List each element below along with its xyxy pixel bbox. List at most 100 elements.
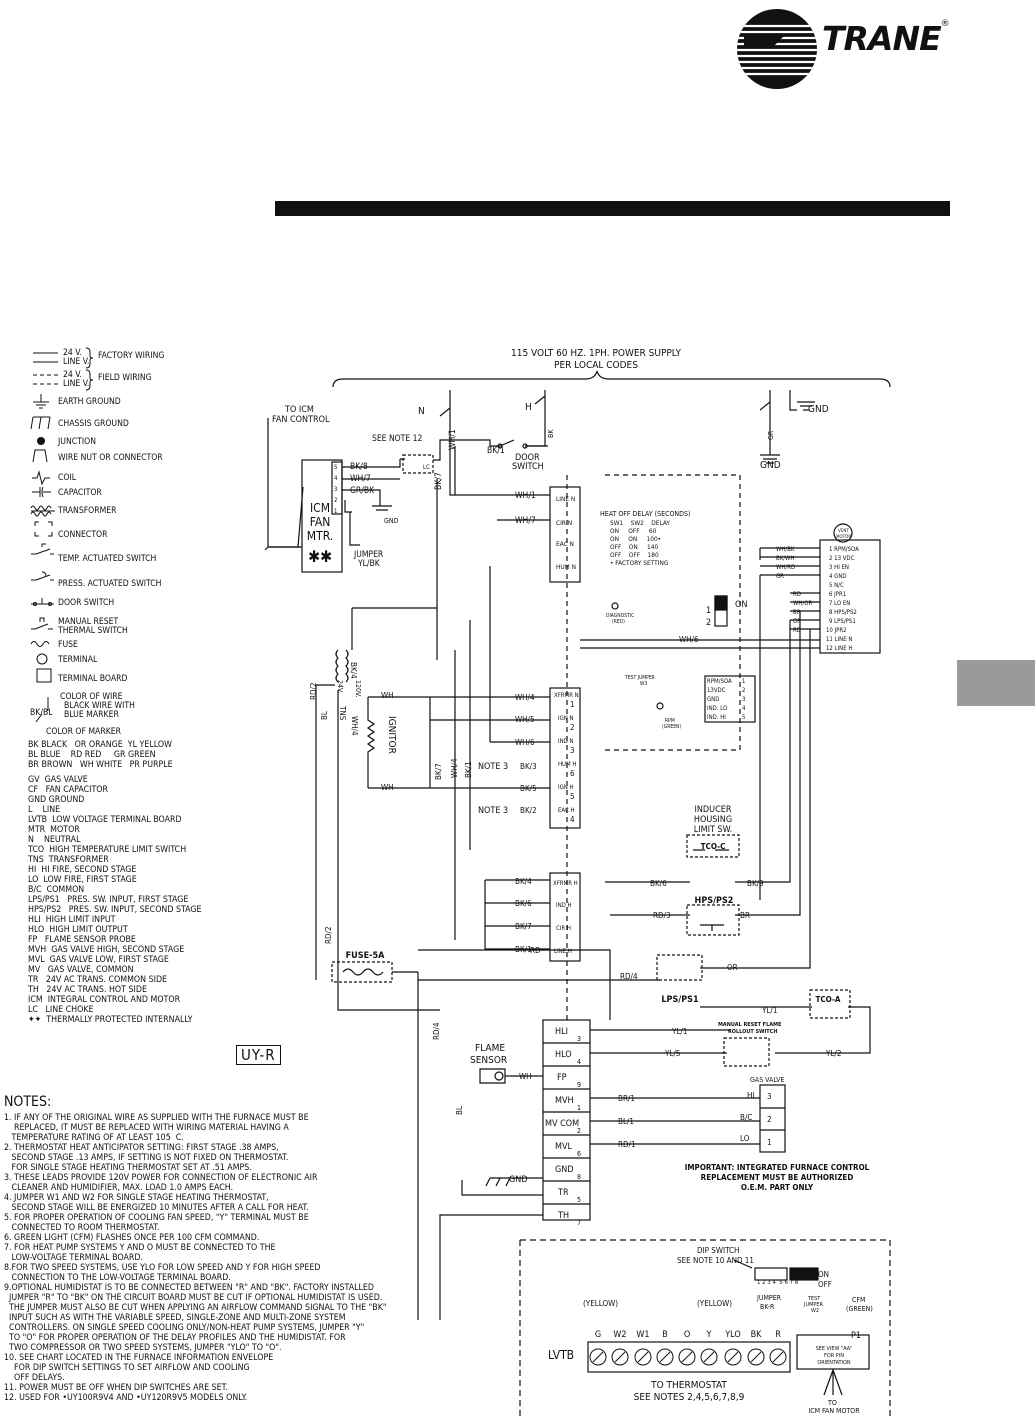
tco-a-wire — [700, 1006, 871, 1054]
board-mid-strip — [549, 687, 581, 829]
heat-off-row: ON ON 100• — [610, 535, 661, 543]
heat-off-title: HEAT OFF DELAY (SECONDS) — [600, 510, 690, 518]
board-terminal: IGN H — [558, 784, 574, 791]
lv-terminal-num: 8 — [577, 1173, 581, 1181]
abbr: FP FLAME SENSOR PROBE — [28, 935, 136, 945]
vent-motor-circle — [833, 523, 853, 543]
xfmr-tns: TNS — [338, 705, 347, 721]
dip-on — [714, 595, 728, 611]
legend-color-of-marker: COLOR OF MARKER — [46, 727, 122, 737]
gas-valve-terminal: LO — [740, 1134, 750, 1143]
lvtb-screw-slot — [637, 1351, 649, 1363]
abbr: MVL GAS VALVE LOW, FIRST STAGE — [28, 955, 169, 965]
diagram-labels: 115 VOLT 60 HZ. 1PH. POWER SUPPLY PER LO… — [272, 348, 873, 1415]
gas-valve-num: 1 — [767, 1138, 772, 1147]
wire-label: GR/BK — [350, 486, 375, 496]
vent-motor-label: MOTOR — [836, 534, 851, 540]
wire-label: OR — [727, 963, 738, 972]
lv-board-rows — [543, 1042, 590, 1205]
wire-label: RD/4 — [620, 972, 638, 981]
tco-a-label: TCO-A — [815, 995, 840, 1004]
lv-terminal: TR — [557, 1188, 569, 1198]
lv-terminal-num: 3 — [577, 1035, 581, 1043]
legend-color-row: BR BROWN WH WHITE PR PURPLE — [28, 760, 173, 770]
inner-terminal: RPM/SOA — [707, 678, 732, 685]
abbr: N NEUTRAL — [28, 835, 81, 845]
lv-terminal: HLO — [555, 1050, 572, 1060]
board-terminal: IND N — [558, 738, 574, 745]
heat-off-row: SW1 SW2 DELAY — [610, 519, 670, 527]
wire-label: WH/6 — [515, 738, 535, 747]
heat-off-row: • FACTORY SETTING — [610, 559, 669, 567]
gas-valve-num: 2 — [767, 1115, 772, 1124]
wire-label: BK/7 — [434, 763, 443, 780]
jumper-lead — [349, 512, 360, 546]
lv-terminal-num: 4 — [577, 1058, 581, 1066]
note-line: 6. GREEN LIGHT (CFM) FLASHES ONCE PER 10… — [4, 1233, 260, 1243]
dip-num: 1 — [706, 606, 711, 616]
lv-terminal-num: 6 — [577, 1150, 581, 1158]
rollout-label: MANUAL RESET FLAME — [718, 1022, 782, 1028]
door-switch-node — [497, 443, 503, 449]
wire-label: BK/7 — [515, 922, 532, 931]
note-line: REPLACED, IT MUST BE REPLACED WITH WIRIN… — [4, 1123, 289, 1133]
important-note: REPLACEMENT MUST BE AUTHORIZED — [701, 1173, 854, 1182]
icm-gr-bk — [342, 489, 392, 511]
note3-label: NOTE 3 — [478, 762, 508, 772]
gnd-symbol — [789, 390, 815, 411]
legend-terminal: TERMINAL — [58, 655, 98, 665]
gas-valve-terminal: HI — [747, 1091, 755, 1100]
lv-terminal: GND — [555, 1165, 574, 1175]
wire-label: BK/7 — [434, 472, 444, 490]
wire-label: YL/1 — [761, 1006, 777, 1015]
lv-terminal: HLI — [555, 1027, 568, 1037]
flame-sensor-label: FLAME — [475, 1043, 505, 1054]
hot-label: H — [525, 402, 532, 413]
inner-terminal: 13VDC — [707, 687, 726, 694]
lv-terminal-num: 7 — [577, 1219, 581, 1227]
inner-num: 3 — [742, 696, 745, 703]
yellow-label: (YELLOW) — [583, 1299, 618, 1308]
lvtb-screw-slot — [703, 1351, 715, 1363]
vent-pin: 10 JPR2 — [826, 627, 847, 634]
test-w2-label: TEST — [807, 1296, 821, 1302]
board-outline — [605, 474, 741, 751]
lvtb-label: LVTB — [548, 1348, 574, 1362]
wire-label: WH/7 — [515, 516, 536, 526]
cfm-label: (GREEN) — [846, 1305, 873, 1313]
vent-pin: 4 GND — [829, 573, 847, 580]
inner-terminal: IND. HI — [707, 714, 726, 721]
test-w2-label: JUMPER — [803, 1302, 823, 1308]
lvtb-strip — [587, 1341, 791, 1373]
test-jumper-label: W3 — [640, 681, 647, 687]
test-w2-label: W2 — [811, 1308, 819, 1314]
supply-brace — [332, 370, 891, 388]
rd-wire — [418, 949, 611, 1020]
abbr: ✦✦ THERMALLY PROTECTED INTERNALLY — [28, 1015, 193, 1025]
note-line: THE JUMPER MUST ALSO BE CUT WHEN APPLYIN… — [4, 1303, 387, 1313]
note-line: CONNECTION TO THE LOW-VOLTAGE TERMINAL B… — [4, 1273, 231, 1283]
abbr: HPS/PS2 PRES. SW. INPUT, SECOND STAGE — [28, 905, 202, 915]
flame-sensor-label: SENSOR — [470, 1055, 507, 1066]
wire-label: BK/6 — [515, 899, 532, 908]
cfm-label: CFM — [852, 1296, 865, 1304]
wire-label: BR — [793, 609, 801, 616]
to-icm-motor-label: TO — [827, 1399, 837, 1407]
legend-press-switch: PRESS. ACTUATED SWITCH — [58, 579, 162, 589]
board-terminal-num: 3 — [570, 746, 575, 755]
lvtb-screw — [656, 1348, 674, 1366]
door-switch-node — [522, 443, 528, 449]
board-terminal: LINE N — [556, 495, 575, 503]
legend-temp-switch: TEMP. ACTUATED SWITCH — [58, 554, 157, 564]
note-line: TWO COMPRESSOR OR TWO SPEED SYSTEMS, JUM… — [4, 1343, 282, 1353]
vent-pin: 9 LPS/PS1 — [829, 618, 856, 625]
legend-wire-nut: WIRE NUT OR CONNECTOR — [58, 453, 163, 463]
board-terminal: XFRMR H — [553, 880, 578, 887]
wire-label: GR — [767, 430, 775, 440]
dip-switch-label: SEE NOTE 10 AND 11 — [677, 1256, 754, 1265]
icm-pin: 5 — [334, 464, 337, 471]
icm-lead-bundle — [268, 486, 304, 548]
legend: 24 V. LINE V. FACTORY WIRING 24 V. LINE … — [28, 342, 248, 1025]
lvtb-screw-slot — [750, 1351, 762, 1363]
board-terminal: HUM N — [556, 563, 576, 571]
